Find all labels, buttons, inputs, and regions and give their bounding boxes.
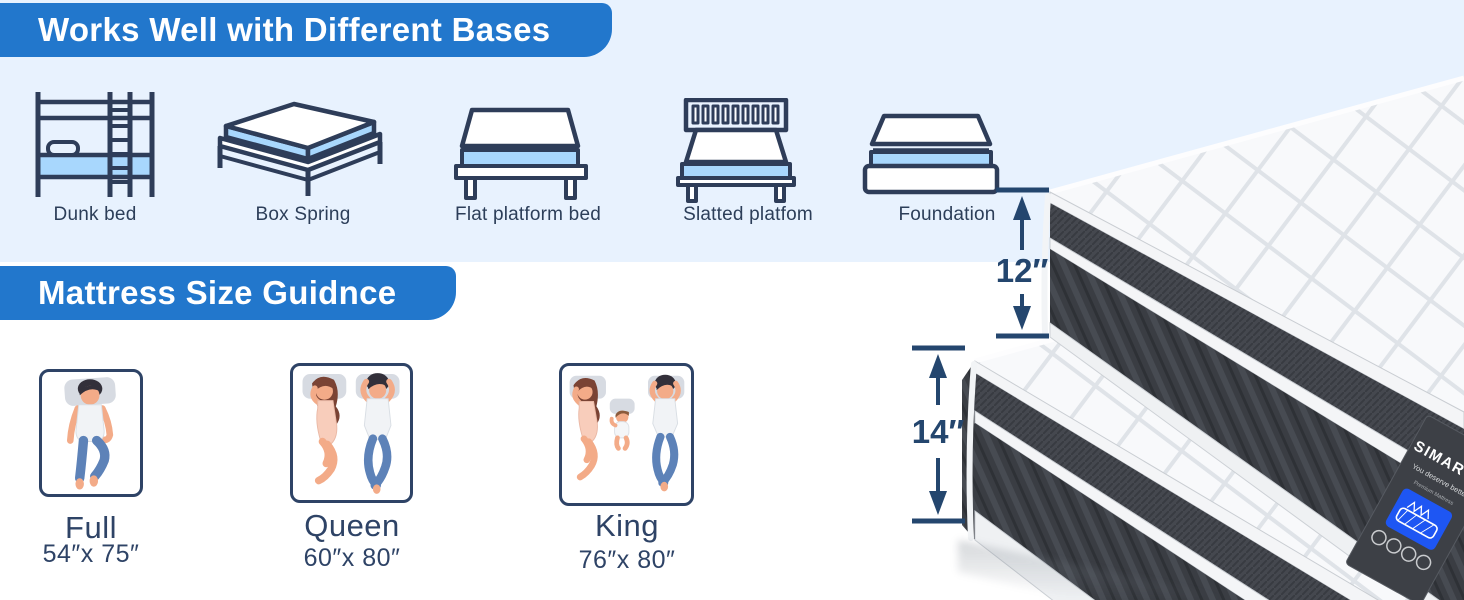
sizes-section-title: Mattress Size Guidnce	[38, 274, 397, 311]
bases-section-title-banner: Works Well with Different Bases	[0, 3, 612, 57]
dimension-arrow-12: 12″	[996, 187, 1049, 339]
size-name-full: Full	[65, 510, 117, 545]
base-item-flat-platform	[448, 104, 593, 204]
box-spring-icon	[217, 101, 383, 196]
stacked-mattresses-photo: SIMARTH You deserve better Premium Mattr…	[912, 75, 1464, 600]
bottom-mattress-height-label: 14″	[912, 413, 965, 450]
size-card-full	[39, 369, 143, 497]
base-label-box-spring: Box Spring	[255, 204, 351, 225]
floor-reflection	[958, 540, 1240, 600]
base-item-bunk-bed	[30, 92, 160, 197]
bunk-bed-icon	[35, 92, 155, 197]
slatted-platform-icon	[676, 98, 796, 203]
dimension-arrow-14: 14″	[912, 345, 965, 524]
top-mattress-height-label: 12″	[996, 252, 1049, 289]
size-card-king	[559, 363, 694, 506]
base-label-slatted-platform: Slatted platfom	[683, 204, 813, 225]
size-dims-king: 76″x 80″	[578, 546, 676, 574]
size-card-queen	[290, 363, 413, 503]
couple-sleeping-illustration	[302, 373, 400, 494]
sizes-section-title-banner: Mattress Size Guidnce	[0, 266, 456, 320]
base-item-box-spring	[212, 96, 387, 201]
base-item-slatted-platform	[666, 98, 806, 203]
upper-mattress: SIMARTH You deserve better Premium Mattr…	[1041, 75, 1464, 600]
single-man-sleeping-illustration	[64, 377, 116, 490]
foundation-icon	[862, 113, 1000, 195]
size-dims-queen: 60″x 80″	[303, 544, 401, 572]
base-label-bunk-bed: Dunk bed	[53, 204, 137, 225]
base-label-foundation: Foundation	[898, 204, 996, 225]
mattress-glyph-icon	[1395, 501, 1438, 539]
bases-section-title: Works Well with Different Bases	[38, 11, 551, 48]
size-name-queen: Queen	[304, 508, 400, 543]
brand-blue-badge	[1385, 488, 1453, 550]
certification-badges	[1371, 529, 1432, 571]
size-dims-full: 54″x 75″	[42, 540, 140, 568]
brand-label-panel: SIMARTH You deserve better Premium Mattr…	[1346, 415, 1464, 600]
family-with-baby-sleeping-illustration	[569, 374, 685, 492]
base-label-flat-platform: Flat platform bed	[455, 204, 601, 225]
base-item-foundation	[856, 112, 1006, 197]
size-name-king: King	[594, 508, 660, 543]
flat-platform-bed-icon	[454, 107, 588, 200]
